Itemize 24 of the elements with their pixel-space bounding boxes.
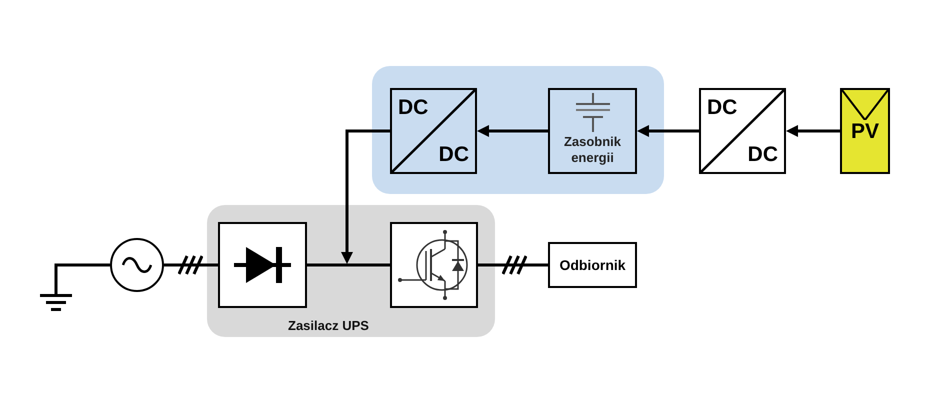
solar-panel-box [840, 88, 890, 174]
dc-label: DC [438, 144, 469, 165]
arrow [786, 125, 840, 137]
ground-symbol [40, 294, 72, 311]
shaded-panel [207, 205, 495, 337]
dc-label: DC [748, 144, 778, 165]
panel-label: Zasilacz UPS [288, 319, 369, 332]
dc-label: DC [398, 97, 428, 118]
inverter-box [390, 222, 478, 308]
wire [54, 264, 110, 294]
storage-label: Zasobnik energii [562, 134, 622, 166]
wire [478, 264, 548, 266]
arrow [341, 130, 390, 264]
dc-label: DC [707, 97, 738, 118]
shaded-panel [372, 66, 664, 194]
rectifier-box [218, 222, 307, 308]
load-box [548, 242, 637, 288]
arrow [477, 125, 548, 137]
load-label: Odbiornik [559, 258, 626, 272]
pv-label: PV [850, 121, 879, 142]
wire [307, 264, 390, 266]
storage-box [548, 88, 637, 174]
arrow [637, 125, 699, 137]
wire [164, 264, 218, 266]
